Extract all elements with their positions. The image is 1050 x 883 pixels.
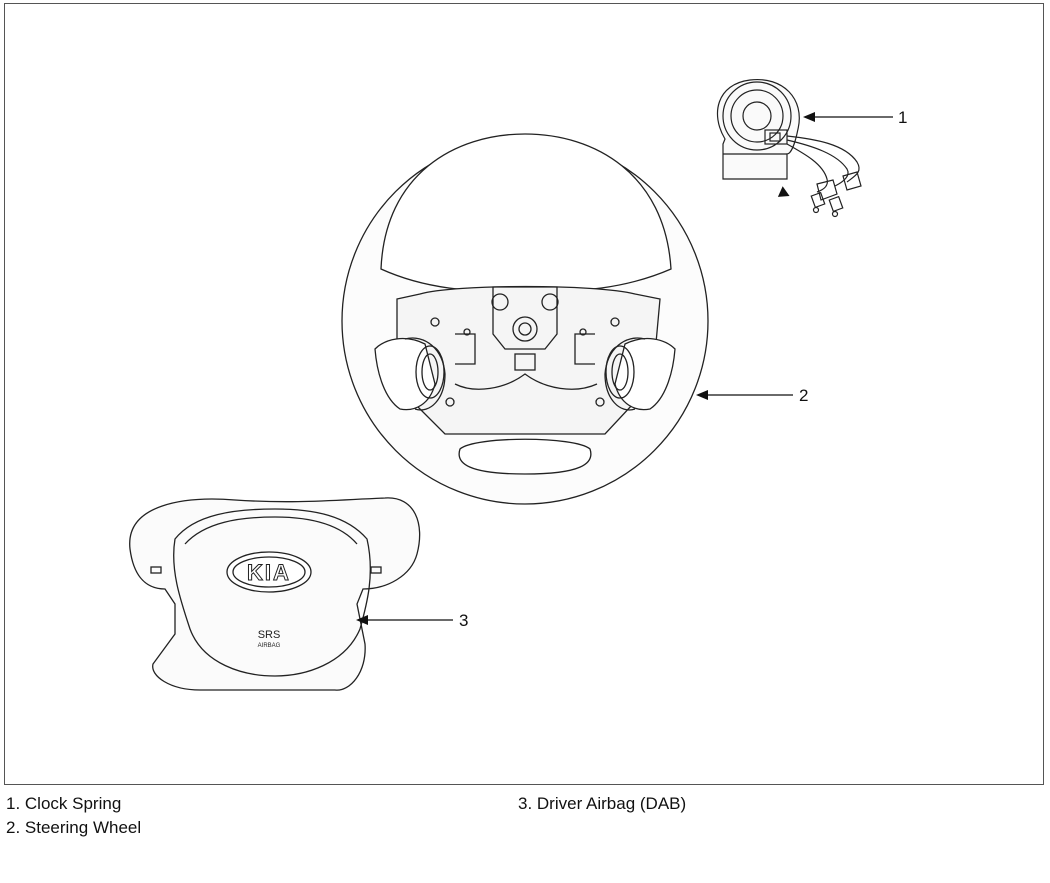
clock-spring — [716, 78, 862, 218]
legend-column-left: 1. Clock Spring 2. Steering Wheel — [6, 792, 141, 840]
callout-number-1: 1 — [898, 108, 907, 127]
airbag-logo: KIA — [247, 560, 291, 585]
diagram-canvas: KIA SRS AIRBAG 1 2 3 — [129, 78, 907, 691]
callout-number-3: 3 — [459, 611, 468, 630]
driver-airbag — [129, 497, 421, 691]
legend-column-right: 3. Driver Airbag (DAB) — [518, 792, 686, 816]
airbag-srs-label: SRS — [258, 629, 281, 641]
steering-wheel — [341, 133, 709, 505]
legend-item-driver-airbag: 3. Driver Airbag (DAB) — [518, 794, 687, 813]
legend-item-clock-spring: 1. Clock Spring — [6, 794, 122, 813]
diagram-frame: KIA SRS AIRBAG 1 2 3 — [4, 3, 1044, 785]
small-arrow-icon — [777, 186, 790, 197]
airbag-srs-sublabel: AIRBAG — [258, 643, 281, 649]
legend-item-steering-wheel: 2. Steering Wheel — [6, 818, 142, 837]
callout-number-2: 2 — [799, 386, 808, 405]
